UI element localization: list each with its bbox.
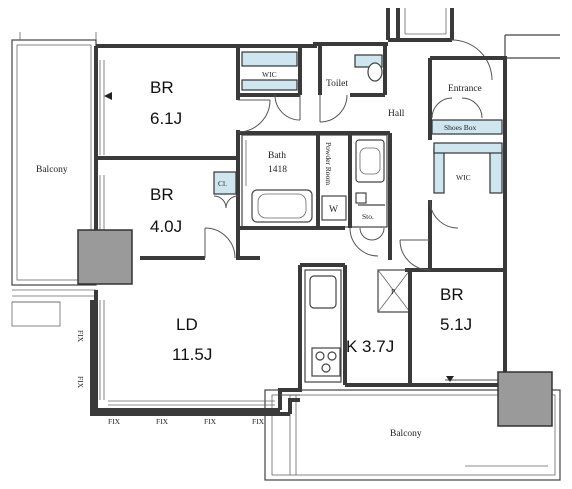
balcony-left-label: Balcony [36, 165, 68, 175]
fix-label-left-1: FIX [76, 330, 85, 343]
fix-label-bottom-1: FIX [108, 417, 121, 426]
closet-br2 [213, 171, 237, 195]
arrow-marker [104, 92, 112, 100]
wic-top-shelf [241, 51, 298, 67]
room-ld-size: 11.5J [172, 345, 212, 364]
doors [204, 94, 500, 396]
fixtures [104, 62, 454, 383]
wic-right-left [433, 147, 445, 194]
bath-label: Bath [268, 151, 286, 161]
pipe-space-label: P [391, 287, 395, 296]
room-br3-size: 5.1J [440, 315, 472, 334]
interior-walls [96, 44, 505, 385]
room-br1-size: 6.1J [150, 109, 182, 128]
washbasin [355, 139, 385, 183]
fix-label-bottom-2: FIX [156, 417, 169, 426]
structural-column-right [497, 371, 553, 427]
fix-label-bottom-4: FIX [252, 417, 265, 426]
toilet-bowl [367, 62, 383, 82]
powder-room-label: Powder Room [324, 142, 333, 185]
structural-column-left [77, 229, 133, 285]
balcony-bottom-area [264, 389, 561, 481]
bathtub [251, 189, 313, 223]
room-br2-label: BR [150, 185, 174, 204]
closet-label: Cl. [218, 179, 227, 188]
bath-size-label: 1418 [268, 165, 287, 175]
room-br1-label: BR [150, 78, 174, 97]
kitchen-sink [309, 275, 337, 309]
shoes-box-storage [431, 119, 503, 135]
left-window-frames [99, 60, 275, 406]
fix-label-bottom-3: FIX [204, 417, 217, 426]
exterior-corridor [386, 8, 560, 81]
hall-label: Hall [388, 109, 405, 119]
entrance-label: Entrance [448, 84, 482, 94]
wic-right-top [433, 142, 503, 154]
room-br3-label: BR [440, 285, 464, 304]
wic-right-right [489, 147, 503, 194]
washer [321, 195, 347, 221]
room-ld-label: LD [176, 315, 198, 334]
wic-top-lower [241, 79, 298, 91]
toilet-label: Toilet [326, 79, 348, 89]
wic-top-label: WIC [262, 70, 277, 79]
balcony-bottom-label: Balcony [390, 429, 422, 439]
arrow-marker-br3 [446, 376, 454, 382]
fix-label-left-2: FIX [76, 376, 85, 389]
room-kitchen-label: K 3.7J [346, 337, 394, 356]
washer-label: W [329, 205, 338, 215]
room-br2-size: 4.0J [150, 217, 182, 236]
wic-right-label: WIC [456, 173, 471, 182]
shoes-box-label: Shoes Box [444, 123, 477, 132]
storage-label: Sto. [362, 212, 374, 221]
